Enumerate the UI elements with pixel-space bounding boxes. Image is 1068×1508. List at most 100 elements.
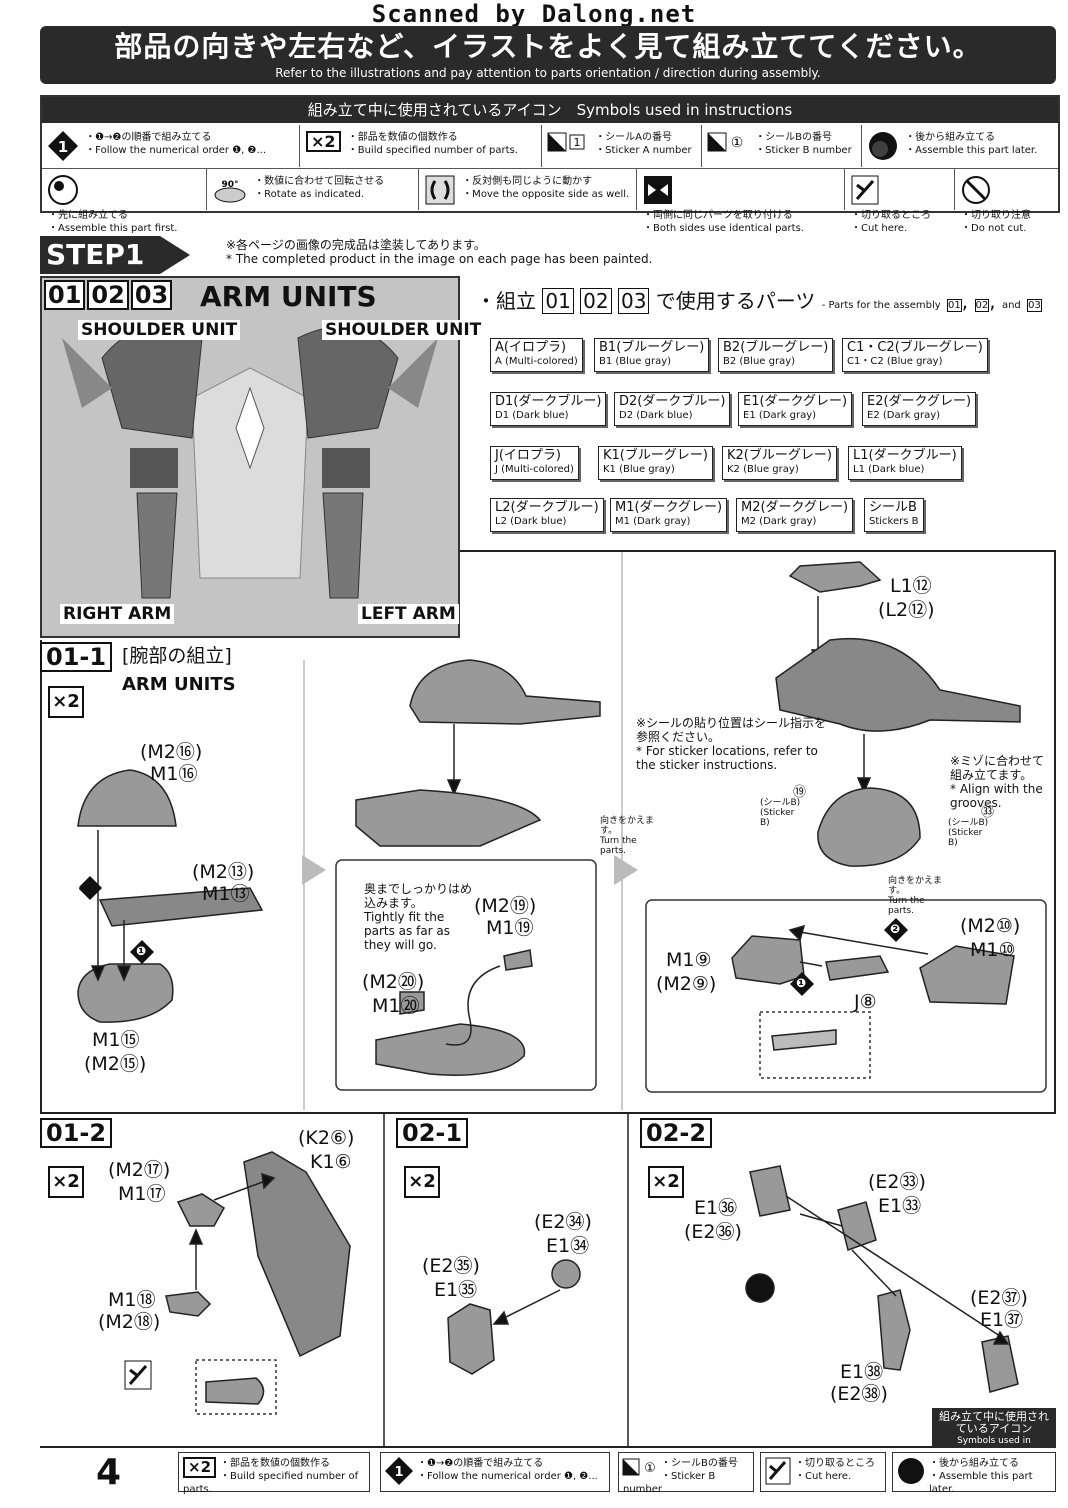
- chip-jp: K2(ブルーグレー): [727, 448, 832, 463]
- legend-do-not-cut: ・切り取り注意・Do not cut.: [955, 168, 1058, 234]
- divider: [40, 1112, 1056, 1114]
- chip-en: B1 (Blue gray): [599, 356, 672, 367]
- chip-en: E1 (Dark gray): [743, 410, 817, 421]
- footer-later: ・後から組み立てる・Assemble this part later.: [892, 1452, 1056, 1495]
- label-shoulder-right: SHOULDER UNIT: [322, 320, 485, 340]
- banner-jp: 部品の向きや左右など、イラストをよく見て組み立ててください。: [114, 30, 982, 63]
- step-number: ❷: [70, 880, 81, 894]
- title-banner: 部品の向きや左右など、イラストをよく見て組み立ててください。 Refer to …: [40, 26, 1056, 84]
- part-label: E1㉟: [434, 1279, 478, 1301]
- sticker-33-label: ㉝(シールB)(Sticker B): [948, 805, 994, 848]
- turn-note: 向きをかえます。Turn the parts.: [600, 816, 655, 856]
- part-label: M1⑨: [666, 949, 712, 971]
- part-label: (L2⑫): [878, 599, 935, 621]
- part-label: (M2⑰): [108, 1159, 171, 1181]
- x2-icon: ×2: [48, 1166, 84, 1198]
- part-label: (E2㉞): [534, 1211, 592, 1233]
- icon-legend-header: 組み立て中に使用されているアイコン Symbols used in instru…: [42, 97, 1058, 123]
- page-number: 4: [96, 1452, 122, 1493]
- part-label: (M2⑬): [192, 861, 255, 883]
- footer-x2: ×2 ・部品を数値の個数作る・Build specified number of…: [178, 1452, 370, 1495]
- chip-jp: D2(ダークブルー): [619, 394, 726, 409]
- chip-en: Stickers B: [869, 516, 919, 527]
- legend-x2: ×2 ・部品を数値の個数作る・Build specified number of…: [300, 125, 542, 167]
- do-not-cut-icon: [961, 175, 991, 209]
- legend-sticker-a: 1 ・シールAの番号・Sticker A number: [542, 125, 702, 167]
- chip-en: J (Multi-colored): [495, 464, 574, 475]
- chip-jp: B1(ブルーグレー): [599, 340, 705, 355]
- scanned-watermark: Scanned by Dalong.net: [371, 0, 697, 28]
- sticker-19-label: ⑲(シールB)(Sticker B): [760, 785, 806, 828]
- part-label: (E2㉝): [868, 1171, 926, 1193]
- part-label: M1⑩: [970, 939, 1016, 961]
- part-label: (E2㊱): [684, 1221, 742, 1243]
- legend-later: ・後から組み立てる・Assemble this part later.: [862, 125, 1058, 167]
- sticker-location-note: ※シールの貼り位置はシール指示を参照ください。* For sticker loc…: [636, 716, 827, 772]
- part-label: K1⑥: [310, 1151, 352, 1173]
- chip-jp: A(イロプラ): [495, 340, 567, 355]
- part-label: M1⑰: [118, 1183, 166, 1205]
- part-label: M1⑬: [202, 883, 250, 905]
- footer-order: 1 ・❶→❷の順番で組み立てる・Follow the numerical ord…: [380, 1452, 610, 1492]
- rotate-icon: 90°: [213, 175, 247, 209]
- parts-used-heading: ・組立 01 02 03 で使用するパーツ - Parts for the as…: [476, 288, 1042, 314]
- part-label: (E2㊲): [970, 1287, 1028, 1309]
- cut-icon: [851, 175, 879, 209]
- legend-cut: ・切り取るところ・Cut here.: [845, 168, 955, 234]
- chip-jp: L1(ダークブルー): [853, 448, 957, 463]
- part-label: E1㊳: [840, 1361, 884, 1383]
- chip-en: C1・C2 (Blue gray): [847, 356, 943, 367]
- sticker-b-icon: ①: [622, 1458, 656, 1476]
- chip-en: D2 (Dark blue): [619, 410, 693, 421]
- part-runner-chip: M1(ダークグレー)M1 (Dark gray): [610, 498, 728, 532]
- part-runner-chip: L2(ダークブルー)L2 (Dark blue): [490, 498, 604, 532]
- footer-sticker-b: ① ・シールBの番号・Sticker B number: [618, 1452, 754, 1495]
- chip-en: E2 (Dark gray): [867, 410, 941, 421]
- step-number: ❶: [796, 976, 807, 990]
- sticker-a-icon: 1: [547, 131, 588, 159]
- part-runner-chip: D1(ダークブルー)D1 (Dark blue): [490, 392, 607, 426]
- chip-jp: J(イロプラ): [495, 448, 561, 463]
- cut-icon: [124, 1360, 152, 1390]
- step-title: ARM UNITS: [200, 280, 377, 313]
- chip-en: A (Multi-colored): [495, 356, 578, 367]
- groove-note: ※ミゾに合わせて組み立てます。* Align with the grooves.: [950, 754, 1045, 810]
- order-icon: 1: [385, 1457, 413, 1485]
- chip-jp: E2(ダークグレー): [867, 394, 972, 409]
- part-label: M1⑱: [108, 1289, 156, 1311]
- legend-opposite: ・反対側も同じように動かす・Move the opposite side as …: [419, 168, 637, 210]
- x2-icon: ×2: [404, 1166, 440, 1198]
- legend-sticker-b: ① ・シールBの番号・Sticker B number: [702, 125, 862, 167]
- x2-icon: ×2: [306, 131, 341, 152]
- chip-en: M2 (Dark gray): [741, 516, 817, 527]
- section-01-1-jp: [腕部の組立]: [122, 645, 232, 667]
- chip-en: L1 (Dark blue): [853, 464, 925, 475]
- part-label: E1㊱: [694, 1197, 738, 1219]
- svg-text:1: 1: [394, 1465, 403, 1480]
- chip-en: B2 (Blue gray): [723, 356, 796, 367]
- chip-jp: C1・C2(ブルーグレー): [847, 340, 983, 355]
- part-label: (E2㊳): [830, 1383, 888, 1405]
- label-shoulder-left: SHOULDER UNIT: [78, 320, 241, 340]
- part-runner-chip: B1(ブルーグレー)B1 (Blue gray): [594, 338, 710, 372]
- icon-legend: 組み立て中に使用されているアイコン Symbols used in instru…: [40, 95, 1060, 234]
- svg-text:90°: 90°: [221, 180, 238, 190]
- part-label: M1⑮: [92, 1029, 140, 1051]
- step-number: ❷: [890, 922, 901, 936]
- svg-text:1: 1: [58, 138, 68, 156]
- part-runner-chip: A(イロプラ)A (Multi-colored): [490, 338, 583, 372]
- x2-icon: ×2: [48, 686, 84, 718]
- chip-jp: D1(ダークブルー): [495, 394, 602, 409]
- divider: [1054, 550, 1056, 1112]
- footer-cut: ・切り取るところ・Cut here.: [760, 1452, 886, 1492]
- banner-en: Refer to the illustrations and pay atten…: [275, 66, 821, 80]
- order-icon: 1: [48, 131, 78, 165]
- part-label: (M2⑲): [474, 895, 537, 917]
- legend-both-sides: ・両側に同じパーツを取り付ける・Both sides use identical…: [637, 168, 845, 234]
- part-label: E1㉝: [878, 1195, 922, 1217]
- svg-text:①: ①: [644, 1461, 656, 1476]
- part-label: (M2⑱): [98, 1311, 161, 1333]
- cut-icon: [765, 1457, 791, 1485]
